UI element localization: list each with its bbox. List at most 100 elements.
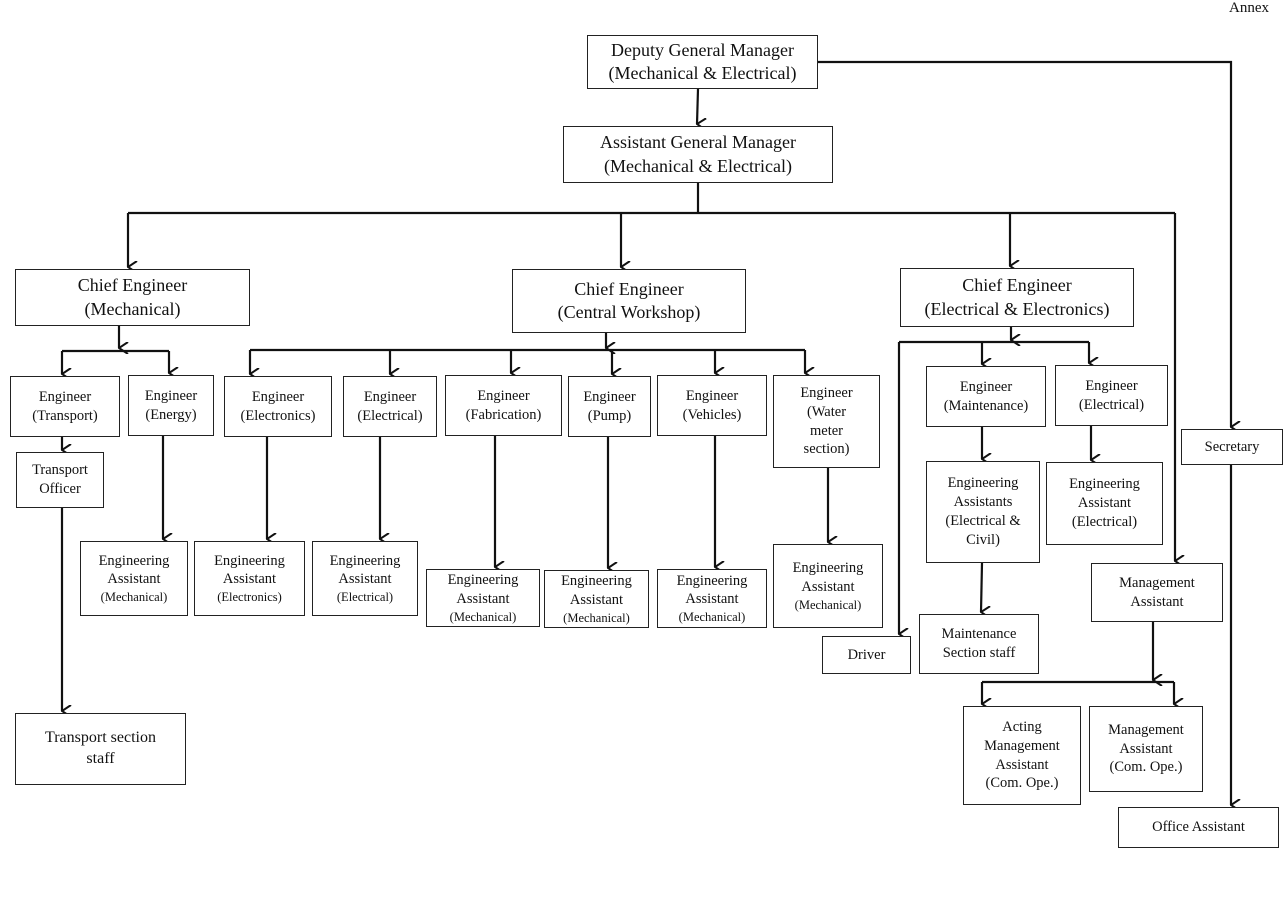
node-engineer-electrical: Engineer (Electrical) <box>343 376 437 437</box>
node-label-line: (Mechanical) <box>563 610 630 625</box>
node-engineer-electrical-ee: Engineer (Electrical) <box>1055 365 1168 426</box>
node-label-line: Assistant <box>569 591 624 608</box>
node-deputy-general-manager: Deputy General Manager (Mechanical & Elec… <box>587 35 818 89</box>
node-label-line: Assistant <box>995 756 1049 773</box>
node-label-line: (Electrical) <box>1078 396 1145 413</box>
node-label-line: (Maintenance) <box>943 397 1029 414</box>
node-label-line: Engineer <box>1085 377 1138 394</box>
node-label-line: staff <box>86 750 115 767</box>
node-label-line: (Vehicles) <box>682 406 742 423</box>
node-label-line: Assistant General Manager <box>600 132 796 153</box>
node-driver: Driver <box>822 636 911 674</box>
node-label-line: Engineer <box>144 387 198 404</box>
node-label-line: Engineer <box>38 388 92 405</box>
node-label-line: Section staff <box>942 645 1016 661</box>
node-label-line: Engineering <box>561 573 632 590</box>
node-label-line: (Mechanical) <box>678 610 746 625</box>
node-label-line: Engineer <box>800 384 853 401</box>
node-label-line: Engineering <box>792 560 864 577</box>
link-dgm-secretary <box>818 60 1231 427</box>
node-label-line: (Electrical) <box>357 407 423 424</box>
node-label-line: Engineering <box>676 572 748 589</box>
node-label-line: Engineering <box>447 572 519 589</box>
node-engineer-energy: Engineer (Energy) <box>128 375 214 436</box>
node-label-line: Management <box>1119 574 1195 591</box>
node-chief-engineer-mechanical: Chief Engineer(Mechanical) <box>15 269 250 326</box>
node-label-line: Assistant <box>456 590 510 607</box>
node-label-line: Office Assistant <box>1152 819 1245 836</box>
node-label-line: (Mechanical) <box>794 597 862 612</box>
node-label-line: Engineering <box>1069 476 1140 493</box>
node-label-line: (Central Workshop) <box>557 302 701 322</box>
node-label-line: (Com. Ope.) <box>985 775 1059 792</box>
node-label-line: (Electrical & <box>945 513 1021 529</box>
node-label-line: Maintenance <box>941 626 1017 643</box>
node-office-assistant: Office Assistant <box>1118 807 1279 848</box>
node-label-line: Assistant <box>685 591 739 608</box>
node-label-line: Assistant <box>801 578 855 595</box>
node-label-line: Secretary <box>1204 438 1260 455</box>
node-label-line: (Mechanical) <box>449 609 517 624</box>
node-engineer-vehicles: Engineer (Vehicles) <box>657 375 767 436</box>
node-engineer-pump: Engineer (Pump) <box>568 376 651 437</box>
node-label-line: (Transport) <box>32 407 98 424</box>
node-label-line: (Electronics) <box>240 407 316 424</box>
node-label-line: Transport <box>32 462 88 479</box>
node-label-line: meter <box>809 422 843 439</box>
node-label-line: Management <box>1108 721 1184 738</box>
node-label-line: (Com. Ope.) <box>1109 759 1183 776</box>
node-label-line: Driver <box>847 646 886 663</box>
node-label-line: Deputy General Manager <box>611 39 794 60</box>
node-label-line: (Mechanical) <box>84 298 181 319</box>
node-assistant-general-manager: Assistant General Manager(Mechanical & E… <box>563 126 833 183</box>
node-label-line: Engineer <box>363 388 417 405</box>
node-label-line: Engineering <box>98 552 170 569</box>
node-label-line: Officer <box>39 481 81 497</box>
node-label-line: Assistant <box>222 571 277 588</box>
node-label-line: (Mechanical & Electrical) <box>604 155 792 176</box>
node-label-line: (Mechanical & Electrical) <box>608 63 797 83</box>
node-label-line: (Electrical) <box>1071 513 1138 530</box>
node-label-line: Management <box>984 737 1060 754</box>
node-label-line: (Fabrication) <box>465 406 542 423</box>
node-label-line: Engineer <box>477 387 530 404</box>
node-label-line: Assistant <box>107 571 161 588</box>
node-label-line: Engineer <box>959 378 1013 395</box>
node-engineer-fabrication: Engineer (Fabrication) <box>445 375 562 436</box>
node-label-line: Assistant <box>1119 740 1173 757</box>
node-label-line: section) <box>803 441 850 458</box>
node-label-line: (Energy) <box>145 406 197 423</box>
node-engineer-maintenance: Engineer (Maintenance) <box>926 366 1046 427</box>
node-label-line: Chief Engineer <box>77 275 188 296</box>
node-label-line: Engineer <box>685 387 739 404</box>
node-engineer-electronics: Engineer (Electronics) <box>224 376 332 437</box>
node-label-line: Assistant <box>1077 495 1132 512</box>
node-label-line: Engineering <box>329 552 401 569</box>
node-label-line: (Pump) <box>587 407 632 424</box>
node-label-line: Chief Engineer <box>574 278 684 299</box>
node-label-line: Engineering <box>214 552 285 569</box>
node-label-line: Engineer <box>583 388 636 405</box>
annex-label: Annex <box>1229 0 1269 16</box>
node-chief-engineer-electrical-electronics: Chief Engineer(Electrical & Electronics) <box>900 268 1134 327</box>
node-label-line: Transport section <box>45 729 156 747</box>
node-label-line: Acting <box>1002 718 1042 735</box>
node-label-line: Assistant <box>1130 593 1184 610</box>
node-label-line: Engineer <box>251 388 305 405</box>
node-chief-engineer-central-workshop: Chief Engineer (Central Workshop) <box>512 269 746 333</box>
